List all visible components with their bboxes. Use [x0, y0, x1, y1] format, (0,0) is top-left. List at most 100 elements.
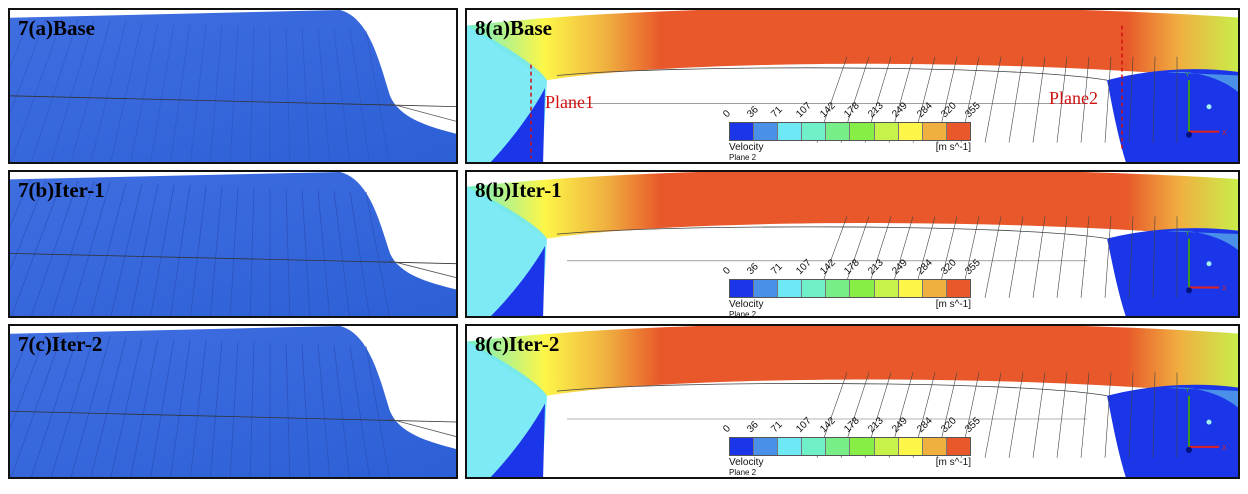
colorbar-tick-label: 178 [842, 100, 862, 120]
colorbar-cell [826, 280, 851, 298]
colorbar-tick-label: 213 [866, 415, 886, 436]
colorbar-cell [778, 280, 803, 298]
colorbar-cell [730, 438, 755, 456]
colorbar-cell [874, 438, 899, 456]
blade-surface-panel-1: 7(a)Base [8, 8, 458, 164]
svg-text:X: X [1222, 285, 1227, 292]
colorbar-cell [826, 438, 851, 456]
blade-surface-image [10, 10, 456, 162]
panel-label: 8(c)Iter-2 [475, 332, 560, 356]
blade-surface-panel-3: 7(c)Iter-2 [8, 324, 458, 479]
colorbar-tick-label: 178 [842, 415, 862, 436]
colorbar-subtitle: Plane 2 [729, 310, 757, 318]
colorbar-title: Velocity [729, 457, 764, 469]
colorbar-cell [874, 280, 899, 298]
svg-text:Y: Y [1185, 388, 1190, 395]
svg-text:X: X [1222, 130, 1227, 137]
colorbar-tick-label: 71 [769, 261, 786, 278]
colorbar-cell [754, 438, 779, 456]
colorbar-scale [729, 437, 971, 457]
colorbar-tick-label: 249 [890, 100, 911, 120]
colorbar-tick-label: 107 [793, 100, 814, 120]
colorbar-tick-label: 284 [914, 415, 935, 436]
velocity-contour-image: Y X [467, 172, 1238, 316]
colorbar-cell [778, 122, 803, 140]
colorbar-tick-label: 36 [745, 419, 762, 436]
colorbar-cell [874, 122, 899, 140]
colorbar-cell [946, 438, 970, 456]
axis-triad-icon [1186, 395, 1219, 453]
colorbar-scale [729, 121, 971, 141]
plane-label-2: Plane2 [1049, 88, 1098, 108]
colorbar-unit: [m s^-1] [935, 299, 971, 311]
colorbar-scale [729, 279, 971, 299]
panel-label: 7(a)Base [18, 16, 95, 40]
colorbar-cell [754, 122, 779, 140]
colorbar-cell [898, 438, 923, 456]
panel-label: 7(b)Iter-1 [18, 178, 105, 202]
svg-text:Y: Y [1185, 72, 1190, 79]
colorbar-subtitle: Plane 2 [729, 152, 757, 162]
blade-surface-image [10, 172, 456, 316]
colorbar-cell [730, 280, 755, 298]
colorbar-tick-label: 107 [793, 257, 814, 278]
colorbar-cell [802, 280, 827, 298]
svg-text:X: X [1222, 445, 1227, 452]
colorbar-tick-label: 142 [818, 257, 838, 278]
colorbar-cell [802, 122, 827, 140]
colorbar-tick-label: 320 [939, 257, 959, 278]
colorbar-cell [898, 122, 923, 140]
colorbar-cell [898, 280, 923, 298]
colorbar-unit: [m s^-1] [935, 457, 971, 469]
velocity-contour-image: Y X [467, 326, 1238, 477]
blade-surface-panel-2: 7(b)Iter-1 [8, 170, 458, 318]
blade-surface-image [10, 326, 456, 477]
colorbar-tick-label: 213 [866, 100, 886, 120]
colorbar-cell [946, 280, 970, 298]
colorbar-unit: [m s^-1] [935, 141, 971, 153]
colorbar-tick-label: 249 [890, 415, 911, 436]
colorbar-cell [802, 438, 827, 456]
panel-label: 7(c)Iter-2 [18, 332, 103, 356]
colorbar-tick-label: 71 [769, 419, 786, 436]
colorbar-cell [946, 122, 970, 140]
colorbar-cell [754, 280, 779, 298]
colorbar-cell [850, 438, 875, 456]
panel-label: 8(a)Base [475, 16, 552, 40]
axis-triad-icon [1186, 80, 1219, 138]
colorbar-cell [922, 122, 947, 140]
colorbar-cell [850, 280, 875, 298]
colorbar-tick-label: 284 [914, 100, 935, 120]
panel-label: 8(b)Iter-1 [475, 178, 562, 202]
colorbar-tick-label: 320 [939, 415, 959, 436]
colorbar-cell [778, 438, 803, 456]
colorbar-tick-label: 142 [818, 415, 838, 436]
colorbar-tick-label: 107 [793, 415, 814, 436]
colorbar-tick-label: 320 [939, 100, 959, 120]
colorbar-tick-label: 249 [890, 257, 911, 278]
colorbar-cell [850, 122, 875, 140]
axis-triad-icon [1186, 238, 1219, 294]
colorbar-cell [922, 280, 947, 298]
colorbar-tick-label: 36 [745, 261, 762, 278]
colorbar-tick-label: 36 [745, 104, 762, 120]
svg-text:Y: Y [1185, 231, 1190, 238]
colorbar-subtitle: Plane 2 [729, 468, 757, 478]
colorbar-tick-label: 71 [769, 104, 786, 120]
colorbar-title: Velocity [729, 299, 764, 311]
colorbar-cell [730, 122, 755, 140]
colorbar-cell [922, 438, 947, 456]
colorbar-tick-label: 284 [914, 257, 935, 278]
colorbar-tick-label: 142 [818, 100, 838, 120]
colorbar-tick-label: 178 [842, 257, 862, 278]
plane-label-1: Plane1 [545, 92, 594, 112]
